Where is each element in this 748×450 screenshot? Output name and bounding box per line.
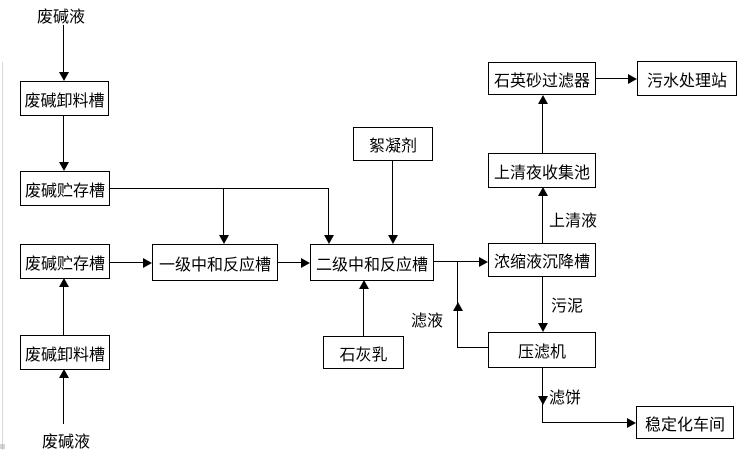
edge-neutral2-settling-line xyxy=(434,261,480,262)
edge-pool-filter-arrowhead xyxy=(538,95,548,104)
edge-storagebottom-neutral1-line xyxy=(110,262,144,263)
edge-settling-press-line xyxy=(542,277,543,324)
node-supernatant-pool: 上清夜收集池 xyxy=(488,153,596,188)
edge-wastetop-unloadtop-line xyxy=(63,25,64,73)
edge-storagetop-neutral2-vline xyxy=(328,188,329,236)
node-neutralization-1: 一级中和反应槽 xyxy=(152,244,278,281)
edge-press-stabilization-hline xyxy=(542,422,628,423)
edge-lime-neutral2-line xyxy=(363,289,364,336)
edge-filter-sewage-line xyxy=(596,78,628,79)
node-unload-tank-bottom: 废碱卸料槽 xyxy=(20,335,110,370)
edge-lime-neutral2-arrowhead xyxy=(359,280,369,289)
edge-unloadbottom-storagebottom-arrowhead xyxy=(59,278,69,287)
edge-storagetop-neutral2-arrowhead xyxy=(324,235,334,244)
edge-storagetop-branch-hline xyxy=(110,188,329,189)
edge-label-sludge: 污泥 xyxy=(551,298,584,315)
edge-filtrate-hline xyxy=(457,347,488,348)
node-stabilization-workshop: 稳定化车间 xyxy=(636,406,734,439)
edge-neutral2-settling-arrowhead xyxy=(479,257,488,267)
label-waste-liquid-bottom: 废碱液 xyxy=(42,434,91,450)
edge-storagetop-neutral1-arrowhead xyxy=(219,235,229,244)
edge-press-stabilization-vline xyxy=(542,368,543,423)
edge-label-filter-cake: 滤饼 xyxy=(549,390,582,407)
edge-unloadbottom-storagebottom-line xyxy=(63,287,64,335)
edge-storagetop-neutral1-vline xyxy=(223,188,224,236)
node-neutralization-2: 二级中和反应槽 xyxy=(310,244,434,281)
edge-unloadtop-storagetop-arrowhead xyxy=(59,162,69,171)
edge-settling-press-arrowhead xyxy=(538,323,548,332)
node-quartz-filter: 石英砂过滤器 xyxy=(488,62,596,95)
edge-flocculant-neutral2-line xyxy=(392,161,393,236)
left-edge-artifact xyxy=(2,62,3,450)
edge-unloadtop-storagetop-line xyxy=(63,116,64,163)
node-lime-milk: 石灰乳 xyxy=(323,336,404,369)
edge-flocculant-neutral2-arrowhead xyxy=(388,235,398,244)
node-storage-tank-top: 废碱贮存槽 xyxy=(20,171,110,206)
edge-wastebottom-unloadbottom-arrowhead xyxy=(59,369,69,378)
label-waste-liquid-top: 废碱液 xyxy=(37,9,86,26)
edge-wastetop-unloadtop-arrowhead xyxy=(59,72,69,81)
edge-wastebottom-unloadbottom-line xyxy=(63,378,64,424)
edge-press-stabilization-midarrowhead xyxy=(538,396,548,405)
edge-filter-sewage-arrowhead xyxy=(628,74,637,84)
node-sewage-station: 污水处理站 xyxy=(637,61,737,96)
node-storage-tank-bottom: 废碱贮存槽 xyxy=(20,244,110,279)
node-unload-tank-top: 废碱卸料槽 xyxy=(20,81,109,116)
edge-settling-pool-line xyxy=(542,196,543,243)
node-filter-press: 压滤机 xyxy=(488,332,596,368)
corner-smudge xyxy=(0,444,5,449)
edge-filtrate-arrowhead xyxy=(453,302,463,311)
edge-label-filtrate: 滤液 xyxy=(411,313,444,330)
edge-storagebottom-neutral1-arrowhead xyxy=(143,258,152,268)
node-settling-tank: 浓缩液沉降槽 xyxy=(488,243,596,277)
edge-settling-pool-arrowhead xyxy=(538,187,548,196)
edge-neutral1-neutral2-line xyxy=(278,262,302,263)
edge-press-stabilization-arrowhead xyxy=(627,418,636,428)
node-flocculant: 絮凝剂 xyxy=(353,127,433,161)
edge-label-supernatant: 上清液 xyxy=(549,213,598,230)
edge-neutral1-neutral2-arrowhead xyxy=(301,258,310,268)
edge-pool-filter-line xyxy=(542,104,543,153)
